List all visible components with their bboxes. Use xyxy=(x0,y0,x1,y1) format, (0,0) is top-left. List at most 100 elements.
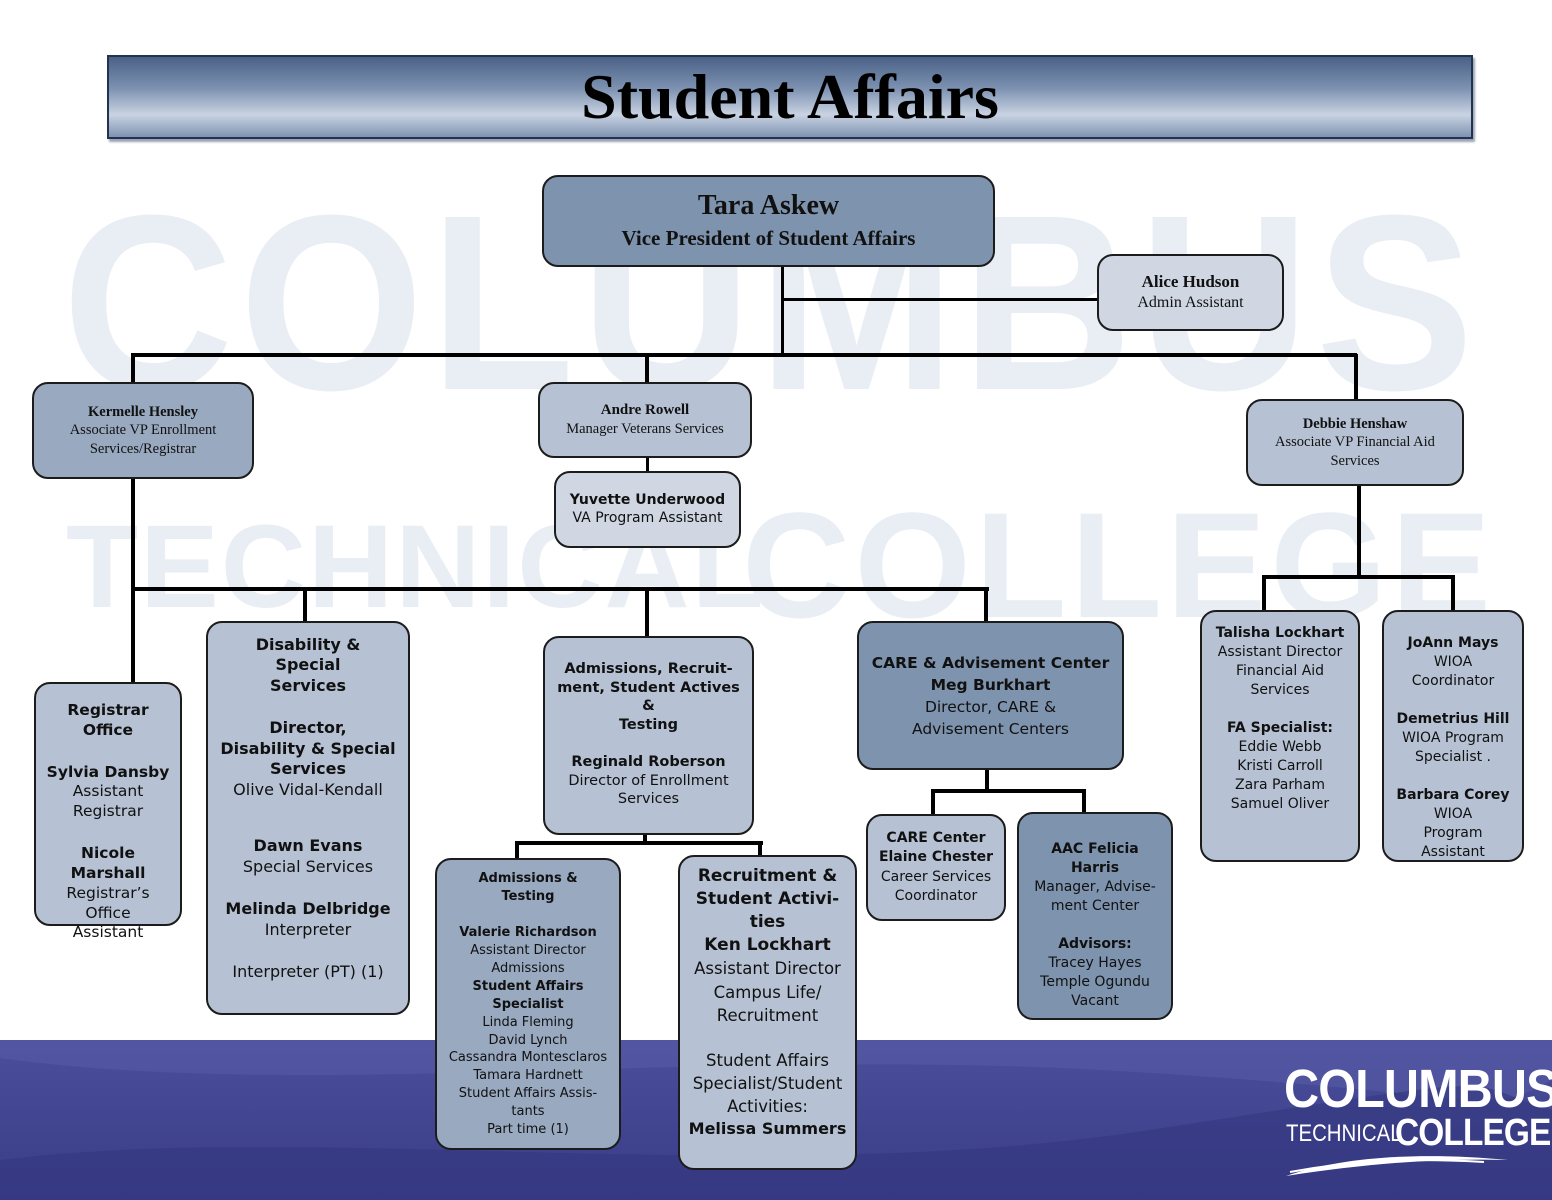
yuvette-name: Yuvette Underwood xyxy=(569,491,726,508)
sa-specialist-label-2: Specialist xyxy=(492,996,564,1012)
care-title: CARE & Advisement Center xyxy=(871,653,1110,672)
admissions-center-role-1: Director of Enrollment xyxy=(568,772,729,789)
registrar-title-1: Registrar xyxy=(67,701,149,719)
connector xyxy=(758,843,762,856)
fa-specialist-2: Kristi Carroll xyxy=(1237,758,1323,775)
connector xyxy=(985,769,989,791)
debbie-role-1: Associate VP Financial Aid xyxy=(1275,434,1435,451)
connector xyxy=(646,457,649,473)
barbara-role-1: WIOA xyxy=(1433,806,1473,823)
fa-specialist-label: FA Specialist: xyxy=(1226,720,1334,737)
recruitment-title-3: ties xyxy=(749,912,786,933)
connector xyxy=(645,354,649,383)
barbara-role-2: Program xyxy=(1423,825,1483,842)
disability-title-1: Disability & xyxy=(255,635,361,654)
ken-name: Ken Lockhart xyxy=(704,935,831,956)
sa-specialist-2: David Lynch xyxy=(488,1032,568,1048)
talisha-role-2: Financial Aid xyxy=(1235,663,1325,680)
debbie-name: Debbie Henshaw xyxy=(1302,415,1408,432)
connector xyxy=(984,589,988,621)
melissa-role-3: Activities: xyxy=(727,1096,808,1116)
andre-name: Andre Rowell xyxy=(600,402,690,419)
registrar-title-2: Office xyxy=(82,720,134,739)
admin-assistant-box: Alice Hudson Admin Assistant xyxy=(1097,254,1284,331)
disability-title-2: Special xyxy=(275,655,341,675)
logo-line-1: COLUMBUS xyxy=(1284,1059,1552,1119)
disability-director-name: Olive Vidal-Kendall xyxy=(233,779,383,799)
connector xyxy=(931,789,1086,793)
watermark-college: COLLEGE xyxy=(742,481,1496,649)
debbie-box: Debbie Henshaw Associate VP Financial Ai… xyxy=(1246,399,1464,486)
demetrius-name: Demetrius Hill xyxy=(1396,711,1510,728)
elaine-name: Elaine Chester xyxy=(878,849,994,866)
advisor-1: Tracey Hayes xyxy=(1048,955,1142,972)
connector xyxy=(1082,791,1086,814)
admin-name: Alice Hudson xyxy=(1141,272,1240,292)
admissions-center-title-3: Testing xyxy=(618,716,679,733)
admissions-center-person: Reginald Roberson xyxy=(571,754,726,771)
andre-box: Andre Rowell Manager Veterans Services xyxy=(538,382,752,458)
columbus-technical-college-logo: COLUMBUS TECHNICAL COLLEGE xyxy=(1284,1062,1552,1180)
talisha-role-1: Assistant Director xyxy=(1217,644,1343,661)
admissions-center-title-1: Admissions, Recruit- xyxy=(564,661,733,677)
vp-name: Tara Askew xyxy=(697,190,840,222)
logo-line-2a: TECHNICAL xyxy=(1286,1120,1402,1147)
connector xyxy=(1357,485,1361,577)
elaine-role-2: Coordinator xyxy=(894,887,978,904)
kermelle-role-1: Associate VP Enrollment xyxy=(69,422,217,439)
registrar-person-2-role-1: Registrar’s Office xyxy=(66,883,150,922)
fa-specialist-1: Eddie Webb xyxy=(1238,739,1322,756)
registrar-person-2: Nicole Marshall xyxy=(70,844,146,882)
connector xyxy=(781,266,784,354)
recruitment-activities-box: Recruitment & Student Activi- ties Ken L… xyxy=(678,855,857,1170)
debbie-role-2: Services xyxy=(1330,452,1380,469)
sa-specialist-4: Tamara Hardnett xyxy=(473,1068,583,1084)
sa-specialist-label-1: Student Affairs xyxy=(472,978,584,994)
disability-person-3-role: Interpreter xyxy=(264,919,352,939)
valerie-role-1: Assistant Director xyxy=(470,942,586,958)
felicia-name: AAC Felicia Harris xyxy=(1051,841,1139,877)
kermelle-name: Kermelle Hensley xyxy=(88,403,198,420)
admissions-testing-box: Admissions & Testing Valerie Richardson … xyxy=(435,858,621,1150)
disability-director-2: Disability & Special xyxy=(220,738,396,758)
connector xyxy=(645,589,649,636)
ken-role-3: Recruitment xyxy=(716,1005,819,1025)
connector xyxy=(1354,354,1358,400)
connector xyxy=(131,353,1357,357)
disability-person-2: Dawn Evans xyxy=(253,836,363,856)
registrar-person-2-role-2: Assistant xyxy=(72,923,144,942)
care-role-2: Advisement Centers xyxy=(912,719,1069,738)
sa-assistants-3: Part time (1) xyxy=(487,1122,569,1138)
fa-specialist-4: Samuel Oliver xyxy=(1230,796,1330,813)
connector xyxy=(1451,577,1455,611)
care-advisement-box: CARE & Advisement Center Meg Burkhart Di… xyxy=(857,621,1124,770)
connector xyxy=(643,834,647,844)
sa-assistants-1: Student Affairs Assis- xyxy=(458,1086,598,1102)
registrar-person-1-role-1: Assistant xyxy=(72,782,144,801)
talisha-role-3: Services xyxy=(1250,682,1310,699)
admissions-testing-title-1: Admissions & xyxy=(478,871,578,886)
yuvette-box: Yuvette Underwood VA Program Assistant xyxy=(554,471,741,548)
footer-swoosh xyxy=(0,1040,1552,1200)
care-center-box: CARE Center Elaine Chester Career Servic… xyxy=(866,814,1006,921)
sa-assistants-2: tants xyxy=(511,1104,545,1120)
disability-person-3: Melinda Delbridge xyxy=(225,899,391,919)
admissions-center-role-2: Services xyxy=(617,791,680,808)
admissions-testing-title-2: Testing xyxy=(501,888,555,904)
melissa-role-1: Student Affairs xyxy=(706,1050,829,1070)
joann-role: WIOA Coordinator xyxy=(1411,654,1495,690)
disability-person-4: Interpreter (PT) (1) xyxy=(232,962,384,982)
wioa-box: JoAnn Mays WIOA Coordinator Demetrius Hi… xyxy=(1382,610,1524,862)
fa-specialist-3: Zara Parham xyxy=(1235,777,1325,794)
connector xyxy=(1262,577,1266,611)
vp-role: Vice President of Student Affairs xyxy=(621,226,916,251)
melissa-name: Melissa Summers xyxy=(688,1119,847,1138)
talisha-name: Talisha Lockhart xyxy=(1215,625,1345,641)
admissions-center-title-2: ment, Student Actives & xyxy=(557,679,740,715)
connector xyxy=(131,478,135,683)
barbara-name: Barbara Corey xyxy=(1396,787,1510,804)
connector xyxy=(783,298,1098,301)
connector xyxy=(131,354,135,383)
kermelle-role-2: Services/Registrar xyxy=(89,440,197,457)
yuvette-role: VA Program Assistant xyxy=(572,509,723,526)
